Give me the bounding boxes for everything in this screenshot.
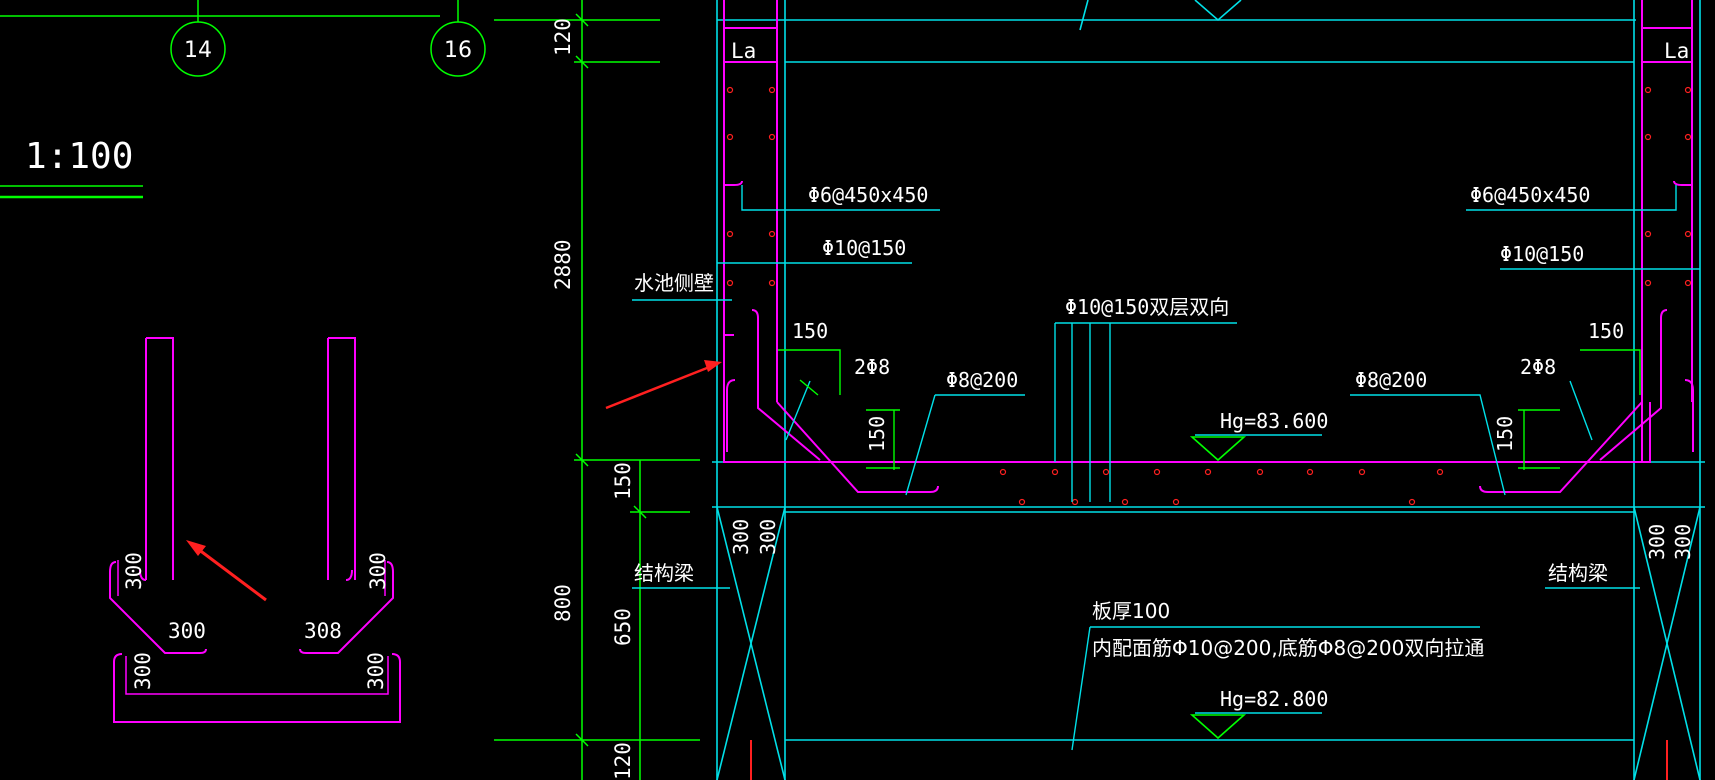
dim-800: 800 [551,584,575,622]
red-arrow-wall [605,360,722,410]
slab-thickness: 板厚100 [1092,599,1170,623]
dimension-chain: 120 2880 800 150 650 120 [494,0,700,780]
rebar-lines [723,0,1694,493]
axis-bubble-14 [170,21,226,77]
scale-label: 1:100 [25,136,133,177]
haunch-bar-right: Φ8@200 [1355,368,1427,392]
col-dim-300-b: 300 [756,519,780,555]
slab-bar-label: Φ10@150双层双向 [1065,295,1229,319]
detail-dim-300-2: 300 [366,552,390,590]
dim-2880: 2880 [551,239,575,290]
dim-650: 650 [611,608,635,646]
haunch-dim-left: 150 [792,319,828,343]
axis-bubble-16 [430,21,486,77]
detail-dim-300-3: 300 [168,619,206,643]
detail-dim-300-1: 300 [122,552,146,590]
slab-note: 内配面筋Φ10@200,底筋Φ8@200双向拉通 [1092,636,1484,660]
col-dim-300-a: 300 [729,519,753,555]
axis-label-16: 16 [444,38,472,63]
haunch-dims [778,349,1641,470]
rebar-detail-sketch: 300 300 300 308 300 300 [109,337,401,723]
axis-label-14: 14 [184,38,212,63]
col-dim-300-c: 300 [1645,524,1669,560]
struct-beam-left: 结构梁 [634,561,694,585]
dim-150: 150 [611,462,635,500]
detail-dim-300-6: 300 [364,652,388,690]
col-dim-300-d: 300 [1671,524,1695,560]
anchor-label-right: La [1664,39,1689,63]
axis-markers: 14 16 [0,0,486,77]
dim-120-bottom: 120 [611,742,635,780]
anchor-label-left: La [731,39,756,63]
stirrup-label-left: Φ6@450x450 [808,183,928,207]
haunch-v-left: 150 [865,416,889,452]
wall-bar-label-right: Φ10@150 [1500,242,1584,266]
haunch-v-right: 150 [1493,416,1517,452]
scale-indicator: 1:100 [0,136,143,199]
corner-bar-right: 2Φ8 [1520,355,1556,379]
annotation-texts: La La Φ6@450x450 Φ6@450x450 Φ10@150 Φ10@… [634,39,1695,711]
leader-lines [632,185,1700,751]
structure-outline [712,0,1705,780]
haunch-bar-left: Φ8@200 [946,368,1018,392]
elevation-top: Hg=83.600 [1220,409,1328,433]
struct-beam-right: 结构梁 [1548,561,1608,585]
detail-dim-308: 308 [304,619,342,643]
red-arrow-detail [186,540,267,602]
dim-120-top: 120 [551,18,575,56]
elevation-markers [1189,436,1247,740]
rebar-dots [726,86,1692,506]
stirrup-label-right: Φ6@450x450 [1470,183,1590,207]
side-wall-label: 水池侧壁 [634,271,714,295]
bottom-red-ticks [750,740,1668,780]
wall-bar-label-left: Φ10@150 [822,236,906,260]
elevation-bottom: Hg=82.800 [1220,687,1328,711]
corner-bar-left: 2Φ8 [854,355,890,379]
detail-dim-300-5: 300 [131,652,155,690]
haunch-dim-right: 150 [1588,319,1624,343]
